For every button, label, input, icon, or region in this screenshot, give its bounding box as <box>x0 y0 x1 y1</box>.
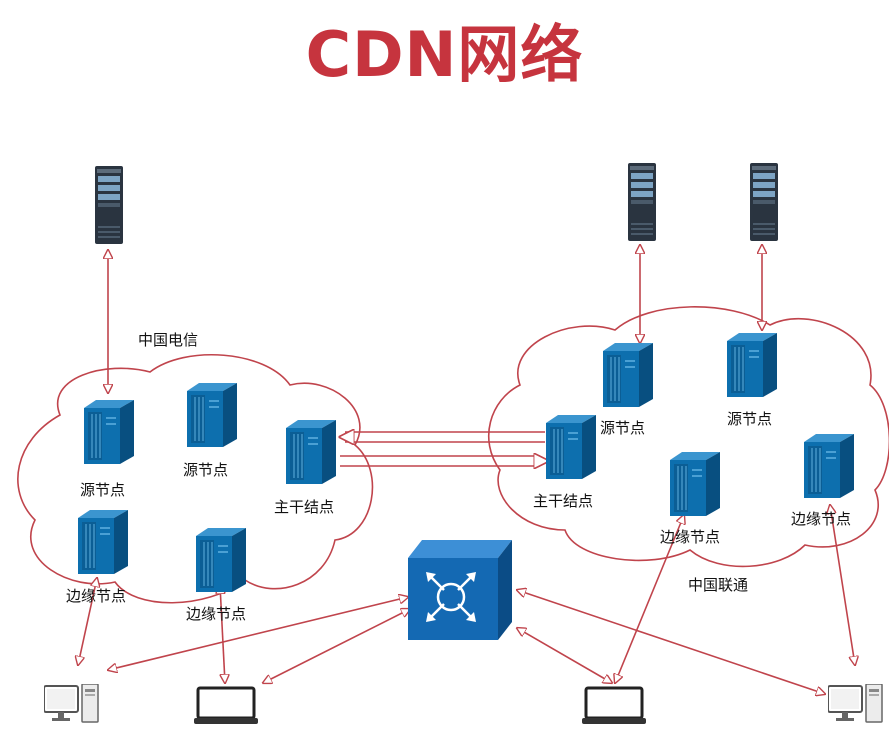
right-origin-server-1-icon <box>628 163 656 241</box>
telecom-label: 中国电信 <box>138 331 198 349</box>
network-switch-icon <box>408 540 512 640</box>
right-origin-server-2-icon <box>750 163 778 241</box>
left-source-label-2: 源节点 <box>183 461 228 479</box>
backbone-to-left-arrow <box>340 432 545 442</box>
left-edge-label-2: 边缘节点 <box>186 605 246 623</box>
left-edge-1-to-desktop-arrow <box>78 578 97 665</box>
switch-to-right-laptop-arrow <box>517 628 612 683</box>
right-edge-label-2: 边缘节点 <box>791 510 851 528</box>
left-laptop-icon <box>194 686 258 726</box>
left-source-node-1-icon <box>84 400 134 464</box>
right-laptop-icon <box>582 686 646 726</box>
right-edge-node-1-icon <box>670 452 720 516</box>
left-backbone-node-icon <box>286 420 336 484</box>
switch-to-left-laptop-arrow <box>263 609 410 683</box>
right-edge-2-to-desktop-arrow <box>830 505 855 665</box>
left-origin-server-icon <box>95 166 123 244</box>
right-backbone-node-icon <box>546 415 596 479</box>
page-title: CDN网络 <box>305 18 584 91</box>
left-desktop-icon <box>44 684 99 723</box>
left-backbone-label: 主干结点 <box>274 498 334 516</box>
left-edge-label-1: 边缘节点 <box>66 587 126 605</box>
right-source-node-1-icon <box>603 343 653 407</box>
backbone-to-right-arrow <box>340 456 548 466</box>
unicom-label: 中国联通 <box>688 576 748 594</box>
switch-to-right-desktop-arrow <box>517 590 825 694</box>
left-edge-node-1-icon <box>78 510 128 574</box>
right-desktop-icon <box>828 684 883 723</box>
right-edge-label-1: 边缘节点 <box>660 528 720 546</box>
left-edge-2-to-laptop-arrow <box>220 585 225 683</box>
right-source-node-2-icon <box>727 333 777 397</box>
left-source-label-1: 源节点 <box>80 481 125 499</box>
right-backbone-label: 主干结点 <box>533 492 593 510</box>
unicom-cloud <box>487 306 889 568</box>
left-source-node-2-icon <box>187 383 237 447</box>
right-source-label-2: 源节点 <box>727 410 772 428</box>
right-edge-node-2-icon <box>804 434 854 498</box>
right-source-label-1: 源节点 <box>600 419 645 437</box>
left-edge-node-2-icon <box>196 528 246 592</box>
